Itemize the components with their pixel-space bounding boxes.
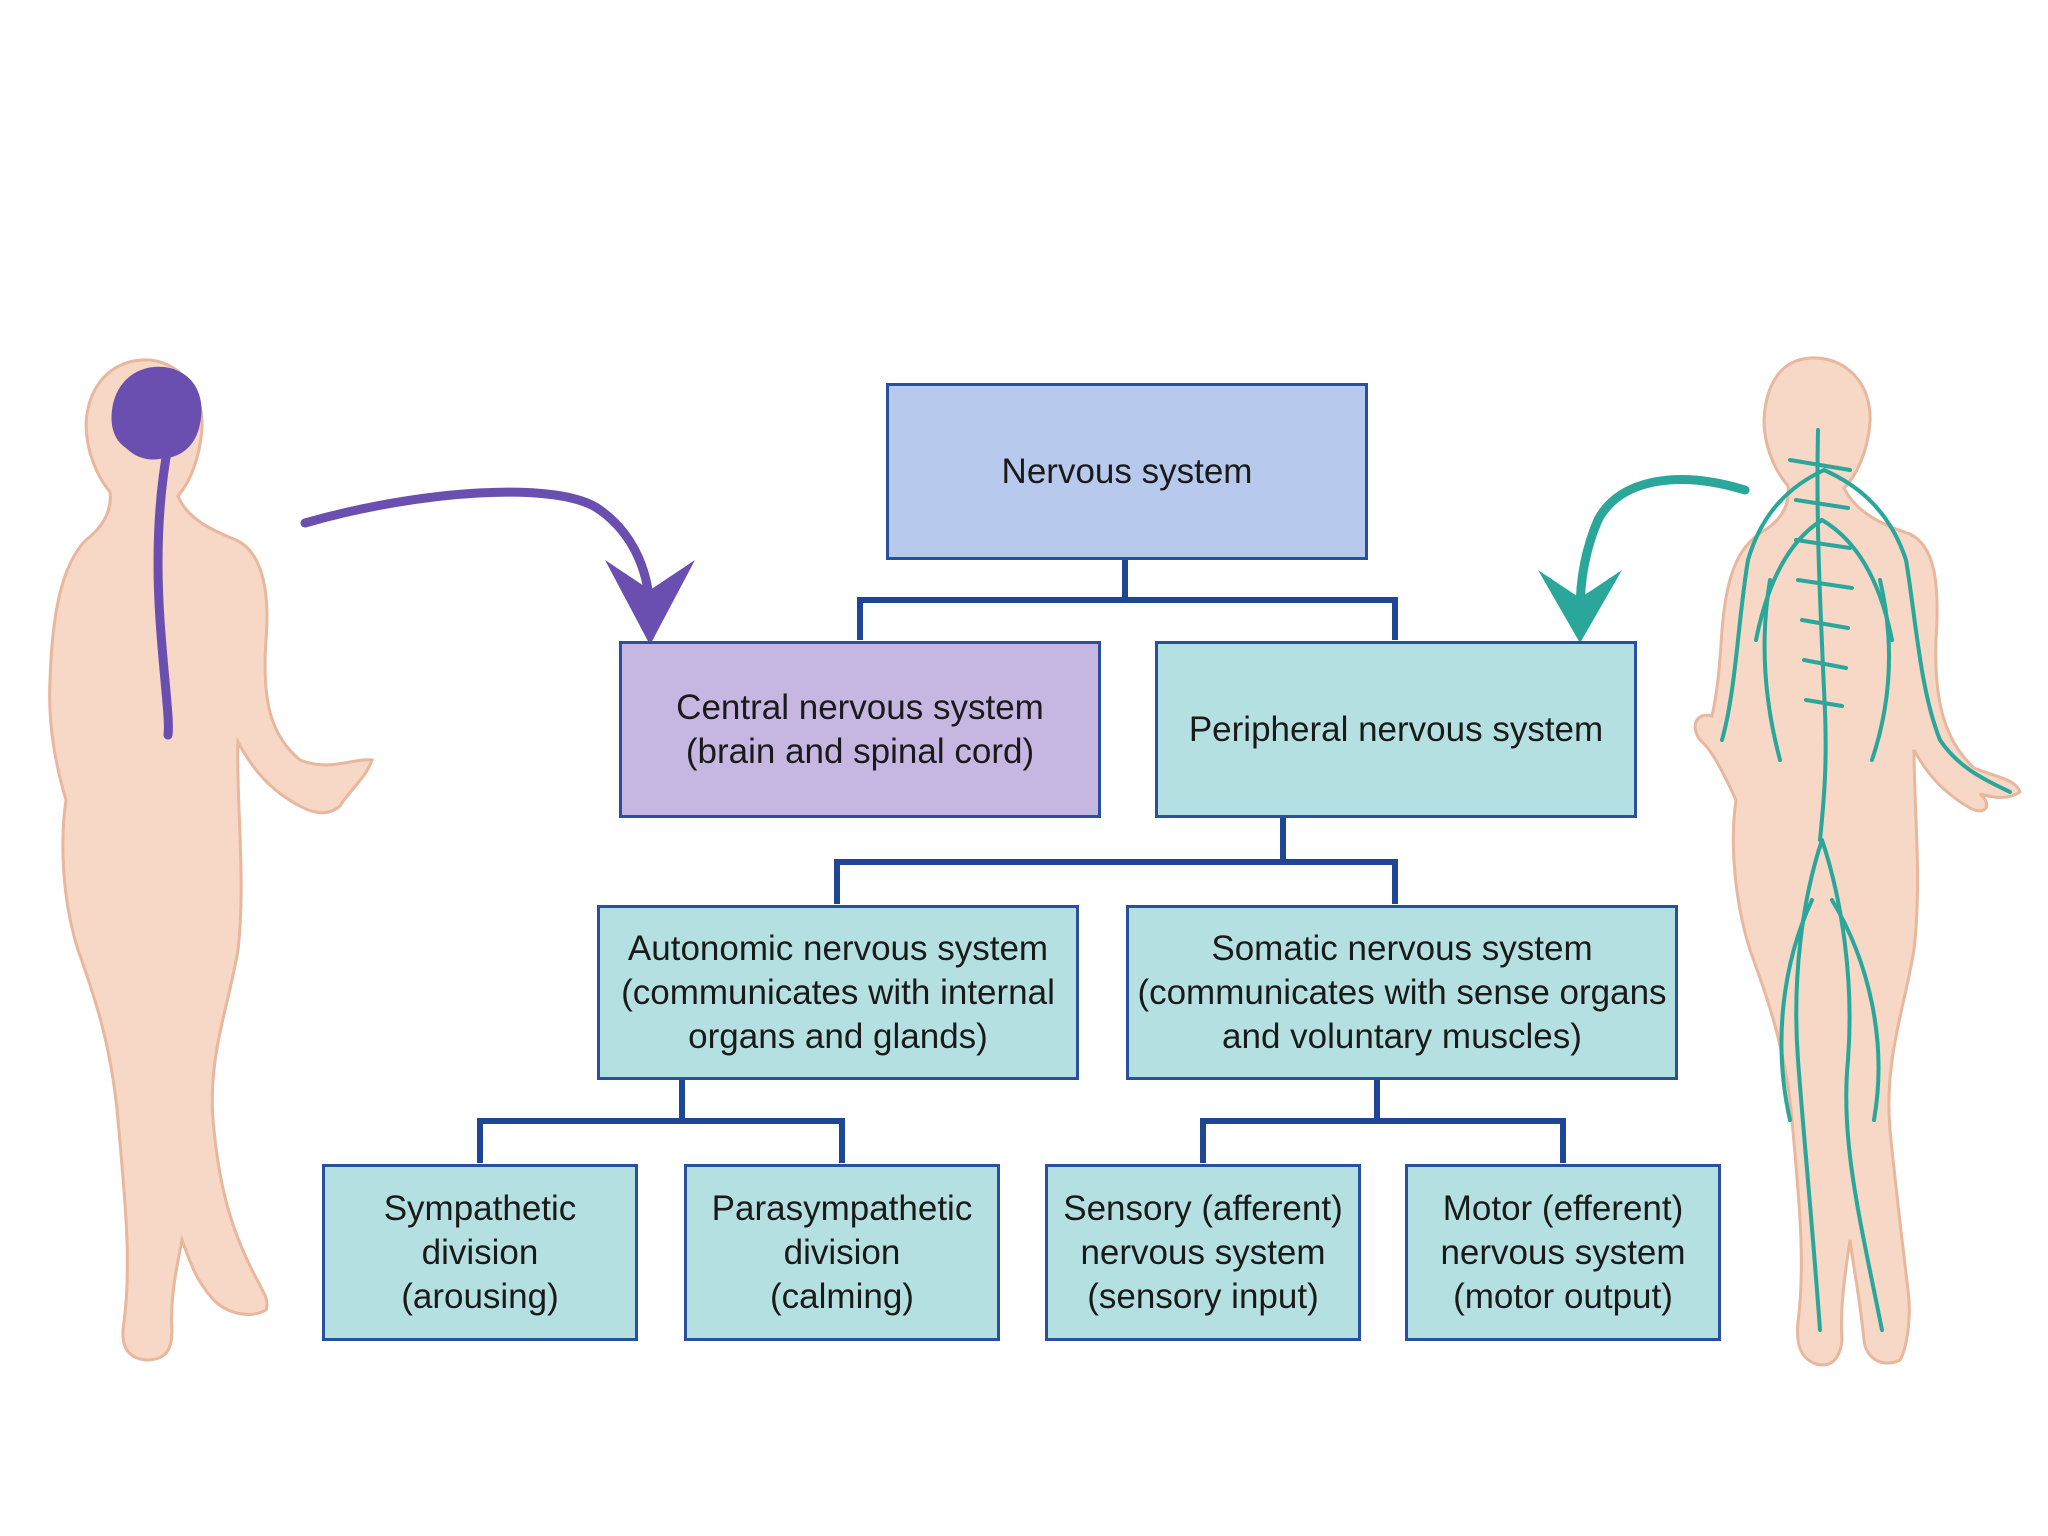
pns-body-figure <box>1693 356 2022 1367</box>
sensory-nervous-system-node: Sensory (afferent) nervous system (senso… <box>1045 1164 1361 1341</box>
parasympathetic-label: Parasympathetic division <box>711 1188 973 1272</box>
arrowhead-pns-icon <box>1538 570 1622 643</box>
arrow-to-pns <box>1575 475 1750 617</box>
peripheral-nervous-system-node: Peripheral nervous system <box>1155 641 1637 818</box>
body-silhouette-left <box>48 358 375 1362</box>
sensory-sub-label: (sensory input) <box>1087 1276 1319 1316</box>
peripheral-nerves-icon <box>1720 428 2012 1332</box>
sympathetic-division-node: Sympathetic division (arousing) <box>322 1164 638 1341</box>
arrowhead-cns-icon <box>605 560 695 645</box>
cns-label: Central nervous system <box>676 687 1044 727</box>
cns-sub-label: (brain and spinal cord) <box>685 731 1035 771</box>
somatic-nervous-system-node: Somatic nervous system (communicates wit… <box>1126 905 1678 1080</box>
nervous-system-label: Nervous system <box>1001 451 1253 491</box>
somatic-label: Somatic nervous system <box>1211 928 1593 968</box>
motor-label: Motor (efferent) nervous system <box>1440 1188 1686 1272</box>
body-silhouette-right <box>1693 356 2022 1367</box>
connector-autonomic-children <box>477 1080 845 1163</box>
parasympathetic-division-node: Parasympathetic division (calming) <box>684 1164 1000 1341</box>
connector-pns-children <box>834 818 1398 904</box>
connector-root-children <box>857 560 1398 640</box>
autonomic-sub-label: (communicates with internal organs and g… <box>621 972 1055 1056</box>
sensory-label: Sensory (afferent) nervous system <box>1063 1188 1343 1272</box>
connector-lines <box>477 560 1566 1163</box>
somatic-sub-label: (communicates with sense organs and volu… <box>1137 972 1667 1056</box>
connector-somatic-children <box>1200 1080 1566 1163</box>
spinal-cord-icon <box>153 441 173 740</box>
sympathetic-label: Sympathetic division <box>383 1188 577 1272</box>
sympathetic-sub-label: (arousing) <box>401 1276 559 1316</box>
parasympathetic-sub-label: (calming) <box>770 1276 914 1316</box>
pns-label: Peripheral nervous system <box>1188 709 1604 749</box>
autonomic-label: Autonomic nervous system <box>627 928 1049 968</box>
central-nervous-system-node: Central nervous system (brain and spinal… <box>619 641 1101 818</box>
motor-sub-label: (motor output) <box>1453 1276 1673 1316</box>
brain-icon <box>111 366 202 460</box>
cns-body-figure <box>48 358 375 1362</box>
arrow-to-cns <box>300 487 655 620</box>
nervous-system-node: Nervous system <box>886 383 1368 560</box>
motor-nervous-system-node: Motor (efferent) nervous system (motor o… <box>1405 1164 1721 1341</box>
autonomic-nervous-system-node: Autonomic nervous system (communicates w… <box>597 905 1079 1080</box>
